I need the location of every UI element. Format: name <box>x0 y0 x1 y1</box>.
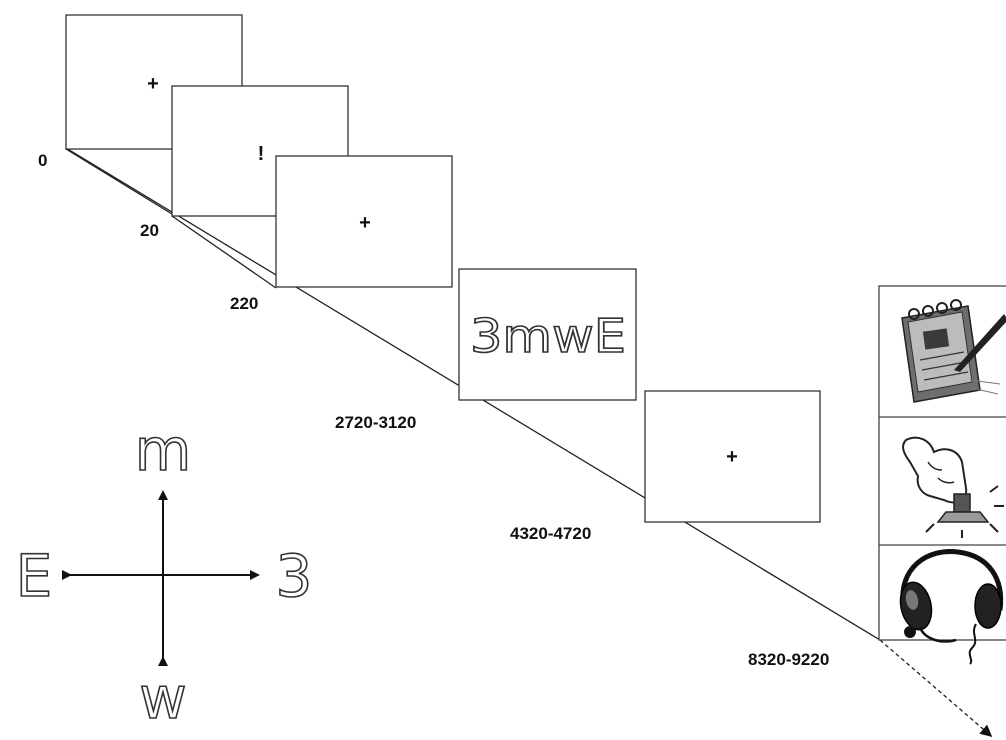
notepad-writing-icon <box>901 299 1006 403</box>
time-label-8320-9220: 8320-9220 <box>748 650 829 669</box>
time-label-20: 20 <box>140 221 159 240</box>
response-panel <box>878 285 1006 665</box>
time-label-0: 0 <box>38 151 47 170</box>
orientation-compass: m w E 3 <box>15 415 313 733</box>
frame-4-letter-string: 3mwE <box>470 309 626 363</box>
trial-frame-3: + <box>275 155 453 288</box>
time-label-4320-4720: 4320-4720 <box>510 524 591 543</box>
frame-1-symbol: + <box>147 73 159 95</box>
time-label-2720-3120: 2720-3120 <box>335 413 416 432</box>
compass-right-letter: 3 <box>276 542 313 610</box>
timeline-axis-dashed <box>879 639 993 737</box>
finger-pressing-button-icon <box>902 436 1004 538</box>
frame-3-symbol: + <box>359 212 371 234</box>
trial-frame-4: 3mwE <box>458 268 637 401</box>
compass-top-letter: m <box>135 416 192 484</box>
time-label-220: 220 <box>230 294 258 313</box>
frame-2-symbol: ! <box>258 143 265 165</box>
compass-left-letter: E <box>16 542 53 610</box>
compass-bottom-letter: w <box>139 664 186 732</box>
trial-frame-5: + <box>644 390 821 523</box>
headset-microphone-icon <box>899 548 1004 665</box>
frame-5-symbol: + <box>726 446 738 468</box>
